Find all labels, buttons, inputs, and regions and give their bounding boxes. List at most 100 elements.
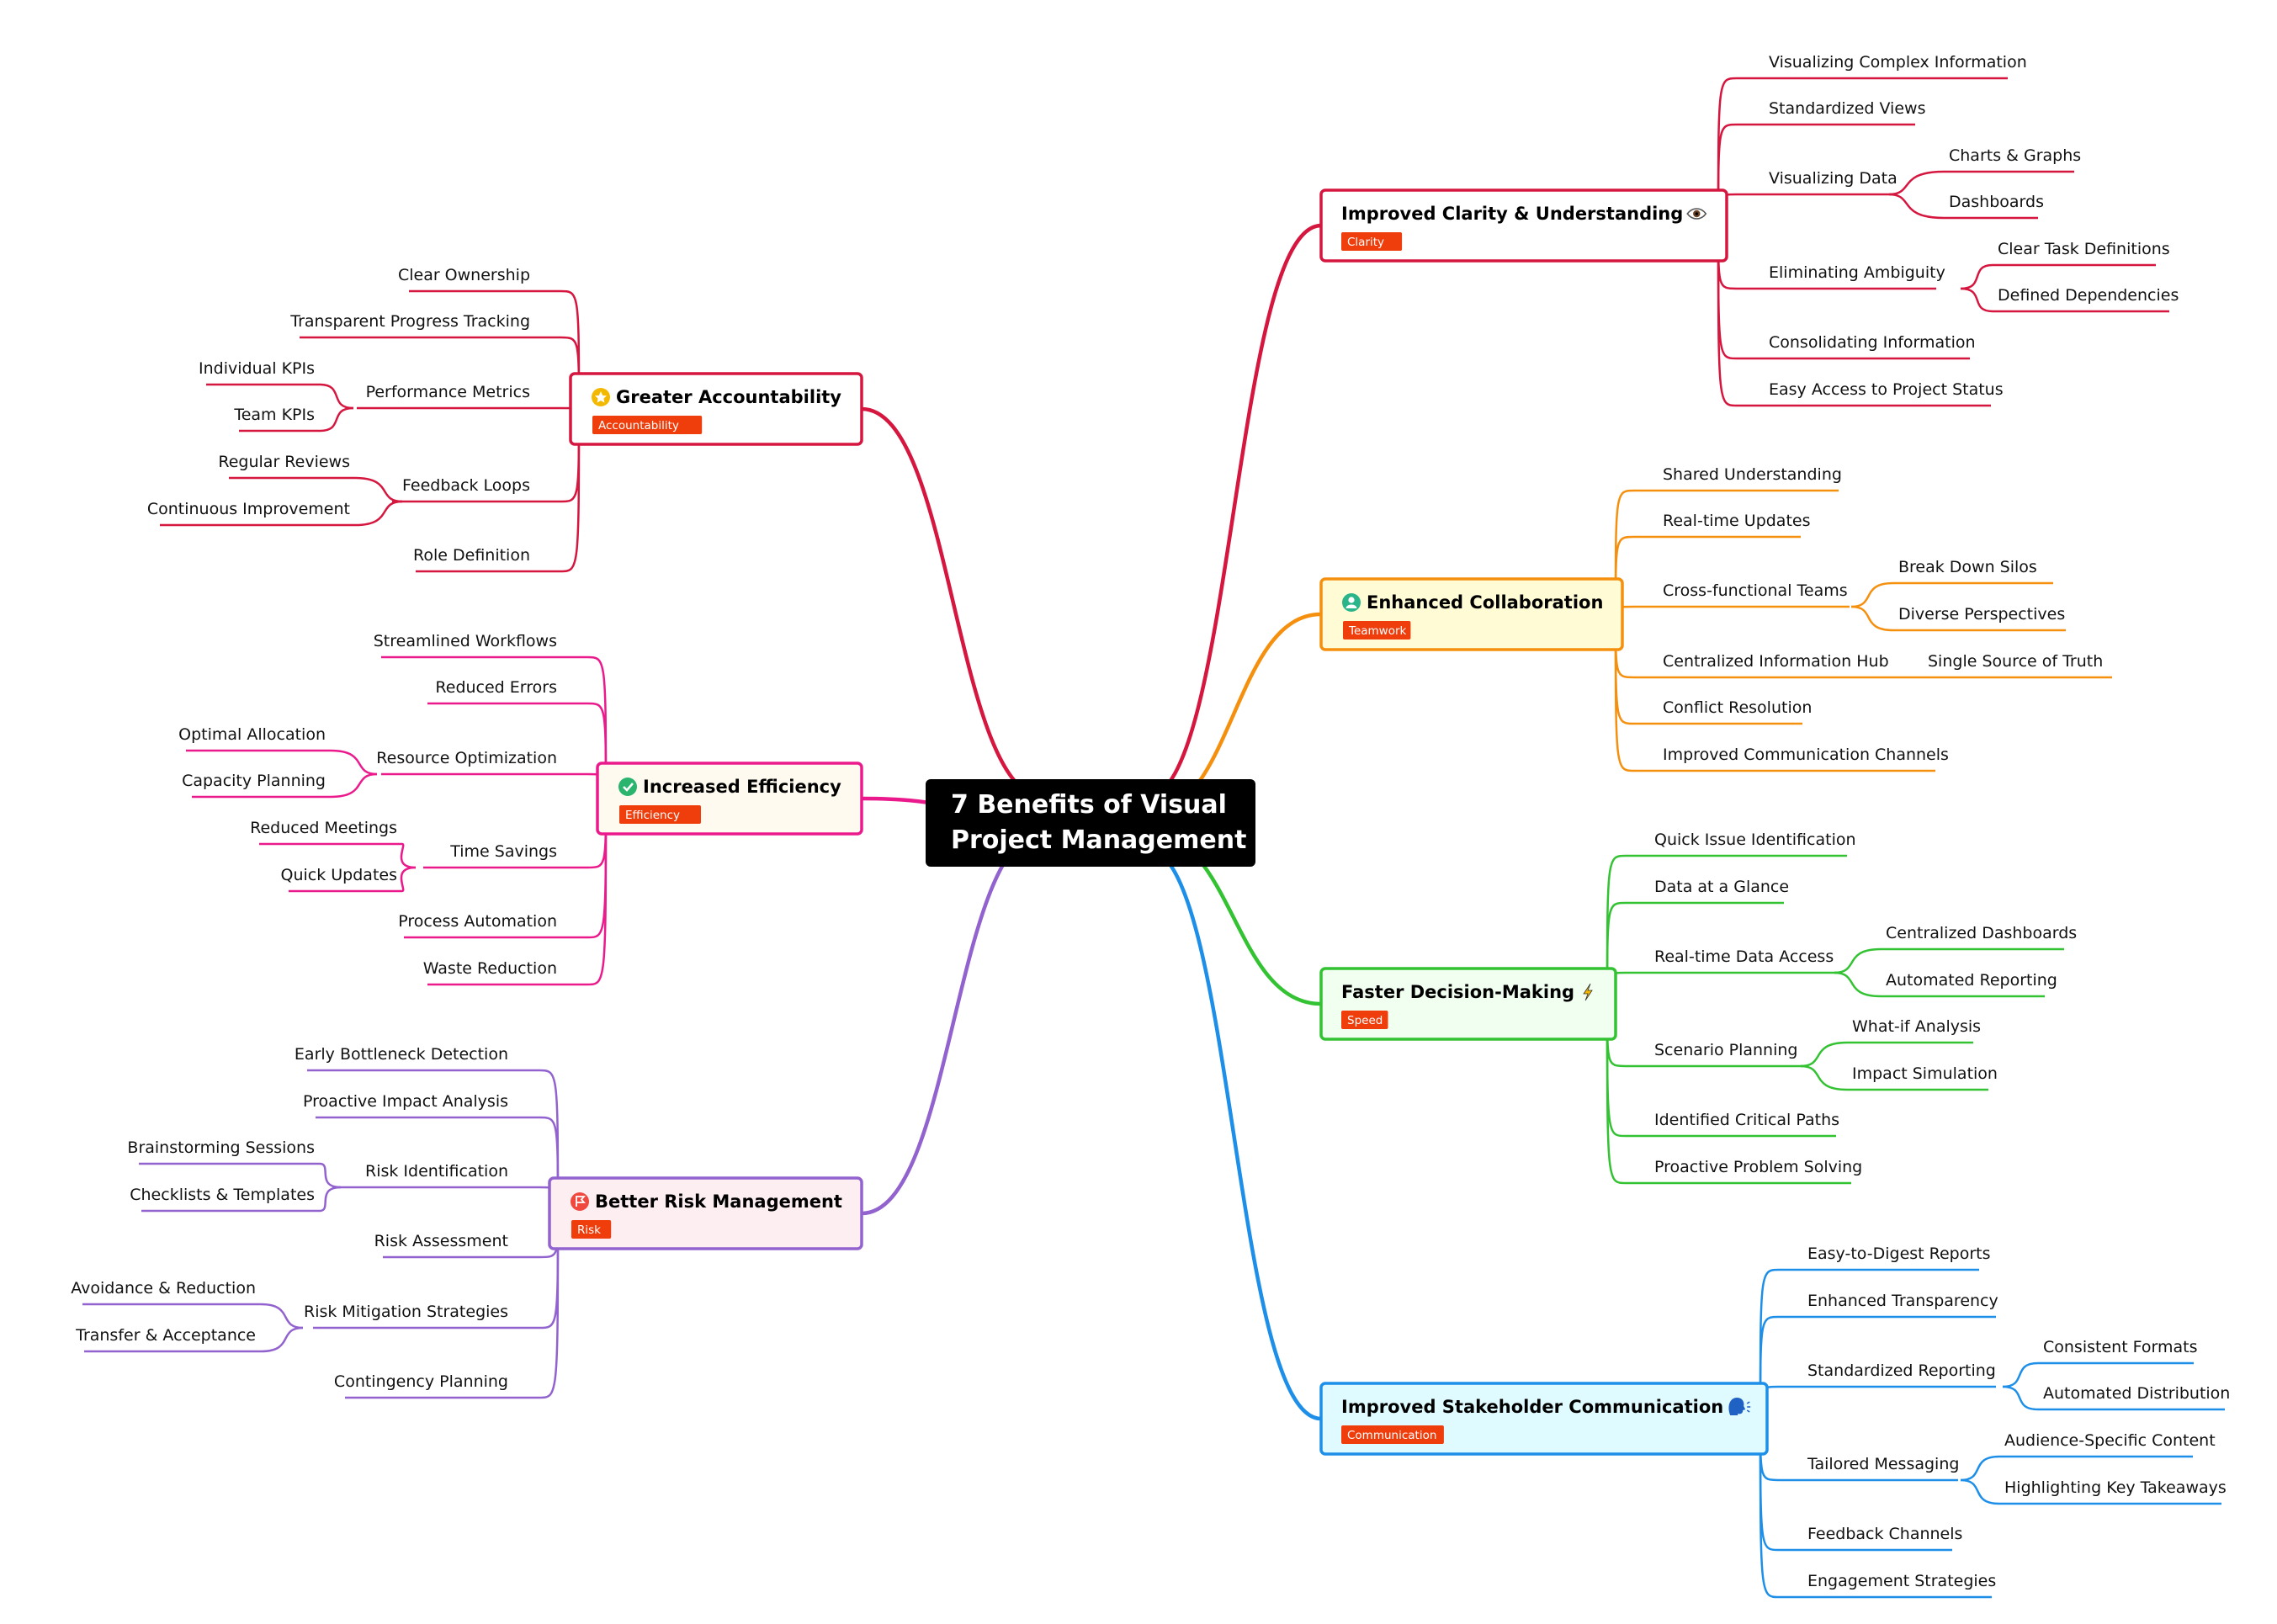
leaf-tailored-messaging[interactable]: Tailored Messaging	[1807, 1455, 1959, 1473]
subleaf-audience-specific-content[interactable]: Audience-Specific Content	[2004, 1431, 2216, 1450]
leaf-improved-communication-channels[interactable]: Improved Communication Channels	[1663, 746, 1949, 764]
leaf-contingency-planning[interactable]: Contingency Planning	[334, 1372, 508, 1391]
subleaf-consistent-formats[interactable]: Consistent Formats	[2043, 1338, 2198, 1356]
leaf-easy-to-digest-reports[interactable]: Easy-to-Digest Reports	[1807, 1245, 1991, 1263]
leaf-feedback-loops[interactable]: Feedback Loops	[402, 476, 530, 495]
leaf-visualizing-complex-information[interactable]: Visualizing Complex Information	[1769, 53, 2027, 72]
leaf-risk-identification[interactable]: Risk Identification	[365, 1162, 508, 1181]
branch-accountability-tag	[592, 416, 703, 434]
subleaf-capacity-planning[interactable]: Capacity Planning	[182, 772, 326, 790]
subleaf-what-if-analysis[interactable]: What-if Analysis	[1852, 1017, 1981, 1036]
subleaf-team-kpis[interactable]: Team KPIs	[233, 406, 315, 424]
flag-circle-icon	[571, 1192, 589, 1211]
subleaf-checklists-and-templates[interactable]: Checklists & Templates	[130, 1186, 315, 1204]
subleaf-continuous-improvement[interactable]: Continuous Improvement	[147, 500, 350, 518]
subleaf-optimal-allocation[interactable]: Optimal Allocation	[178, 725, 326, 744]
leaf-proactive-problem-solving[interactable]: Proactive Problem Solving	[1654, 1158, 1862, 1176]
subleaf-brainstorming-sessions[interactable]: Brainstorming Sessions	[127, 1138, 315, 1157]
subleaf-individual-kpis[interactable]: Individual KPIs	[199, 359, 315, 378]
leaf-reduced-errors[interactable]: Reduced Errors	[435, 678, 557, 697]
branch-teamwork-tag-label: Teamwork	[1348, 624, 1407, 638]
branch-communication-node[interactable]: Improved Stakeholder CommunicationCommun…	[1319, 1382, 1769, 1456]
central-topic-box[interactable]	[926, 779, 1255, 867]
central-topic[interactable]: 7 Benefits of Visual Project Management	[926, 779, 1255, 867]
branch-efficiency-tag-label: Efficiency	[625, 809, 680, 822]
leaf-quick-issue-identification[interactable]: Quick Issue Identification	[1654, 831, 1856, 849]
leaf-shared-understanding[interactable]: Shared Understanding	[1663, 465, 1842, 484]
leaf-feedback-channels[interactable]: Feedback Channels	[1807, 1525, 1962, 1543]
central-topic-line-2: Project Management	[951, 825, 1246, 855]
subleaf-avoidance-and-reduction[interactable]: Avoidance & Reduction	[71, 1279, 256, 1298]
leaf-consolidating-information[interactable]: Consolidating Information	[1769, 333, 1976, 352]
subleaf-automated-reporting[interactable]: Automated Reporting	[1886, 971, 2057, 990]
leaf-streamlined-workflows[interactable]: Streamlined Workflows	[374, 632, 557, 650]
leaf-time-savings[interactable]: Time Savings	[449, 842, 557, 861]
leaf-real-time-data-access[interactable]: Real-time Data Access	[1654, 947, 1834, 966]
leaf-role-definition[interactable]: Role Definition	[413, 546, 530, 565]
leaf-identified-critical-paths[interactable]: Identified Critical Paths	[1654, 1111, 1839, 1129]
leaf-contingency-planning-connector	[513, 1213, 560, 1399]
leaf-proactive-impact-analysis[interactable]: Proactive Impact Analysis	[303, 1092, 508, 1111]
leaf-visualizing-data[interactable]: Visualizing Data	[1769, 169, 1898, 188]
subleaf-transfer-and-acceptance[interactable]: Transfer & Acceptance	[75, 1326, 256, 1345]
leaf-standardized-views[interactable]: Standardized Views	[1769, 99, 1925, 118]
branch-speed-tag-label: Speed	[1347, 1014, 1383, 1027]
subleaf-clear-task-definitions[interactable]: Clear Task Definitions	[1998, 240, 2170, 258]
subleaf-impact-simulation[interactable]: Impact Simulation	[1852, 1064, 1998, 1083]
subleaf-single-source-of-truth[interactable]: Single Source of Truth	[1928, 652, 2103, 671]
subleaf-capacity-planning-connector	[192, 772, 378, 799]
leaf-clear-ownership[interactable]: Clear Ownership	[398, 266, 530, 284]
leaf-standardized-reporting[interactable]: Standardized Reporting	[1807, 1361, 1996, 1380]
leaf-engagement-strategies[interactable]: Engagement Strategies	[1807, 1572, 1996, 1590]
leaf-eliminating-ambiguity[interactable]: Eliminating Ambiguity	[1769, 263, 1945, 282]
leaf-risk-mitigation-strategies[interactable]: Risk Mitigation Strategies	[304, 1303, 508, 1321]
subleaf-clear-task-definitions-connector	[1960, 263, 2156, 290]
leaf-risk-assessment[interactable]: Risk Assessment	[374, 1232, 508, 1250]
leaf-enhanced-transparency[interactable]: Enhanced Transparency	[1807, 1292, 1998, 1310]
branch-risk-box[interactable]	[548, 1176, 863, 1250]
subleaf-defined-dependencies[interactable]: Defined Dependencies	[1998, 286, 2179, 305]
leaf-resource-optimization[interactable]: Resource Optimization	[376, 749, 557, 767]
subleaf-automated-distribution[interactable]: Automated Distribution	[2043, 1384, 2230, 1403]
leaf-real-time-updates[interactable]: Real-time Updates	[1663, 512, 1811, 530]
leaf-centralized-information-hub[interactable]: Centralized Information Hub	[1663, 652, 1889, 671]
leaf-data-at-a-glance[interactable]: Data at a Glance	[1654, 878, 1789, 896]
subleaf-charts-and-graphs[interactable]: Charts & Graphs	[1949, 146, 2081, 165]
leaf-scenario-planning[interactable]: Scenario Planning	[1654, 1041, 1797, 1059]
subleaf-reduced-meetings[interactable]: Reduced Meetings	[250, 819, 397, 837]
subleaf-automated-reporting-connector	[1834, 971, 2045, 998]
branch-efficiency-title: Increased Efficiency	[643, 777, 841, 797]
subleaf-highlighting-key-takeaways[interactable]: Highlighting Key Takeaways	[2004, 1478, 2227, 1497]
subleaf-transfer-and-acceptance-connector	[84, 1326, 304, 1353]
subleaf-diverse-perspectives[interactable]: Diverse Perspectives	[1898, 605, 2065, 624]
subleaf-quick-updates[interactable]: Quick Updates	[281, 866, 397, 884]
branch-clarity-box[interactable]	[1319, 188, 1728, 263]
leaf-early-bottleneck-detection[interactable]: Early Bottleneck Detection	[295, 1045, 508, 1064]
subleaf-regular-reviews-connector	[229, 476, 403, 503]
subleaf-break-down-silos[interactable]: Break Down Silos	[1898, 558, 2037, 576]
leaf-performance-metrics[interactable]: Performance Metrics	[366, 383, 530, 401]
subleaf-consistent-formats-connector	[2002, 1361, 2194, 1388]
subleaf-dashboards[interactable]: Dashboards	[1949, 193, 2044, 211]
branch-clarity-connector	[1145, 223, 1322, 800]
leaf-conflict-resolution[interactable]: Conflict Resolution	[1663, 698, 1812, 717]
branch-speed-box[interactable]	[1319, 967, 1617, 1041]
subleaf-defined-dependencies-connector	[1960, 287, 2169, 313]
leaf-transparent-progress-tracking[interactable]: Transparent Progress Tracking	[289, 312, 530, 331]
subleaf-centralized-dashboards[interactable]: Centralized Dashboards	[1886, 924, 2077, 942]
subleaf-regular-reviews[interactable]: Regular Reviews	[218, 453, 350, 471]
leaf-easy-access-to-project-status[interactable]: Easy Access to Project Status	[1769, 380, 2004, 399]
leaf-role-definition-connector	[535, 408, 581, 573]
leaf-process-automation[interactable]: Process Automation	[398, 912, 557, 931]
leaf-waste-reduction[interactable]: Waste Reduction	[423, 959, 557, 978]
branch-teamwork-title: Enhanced Collaboration	[1367, 592, 1603, 613]
leaf-cross-functional-teams[interactable]: Cross-functional Teams	[1663, 581, 1848, 600]
leaf-easy-access-to-project-status-connector	[1717, 225, 1764, 407]
